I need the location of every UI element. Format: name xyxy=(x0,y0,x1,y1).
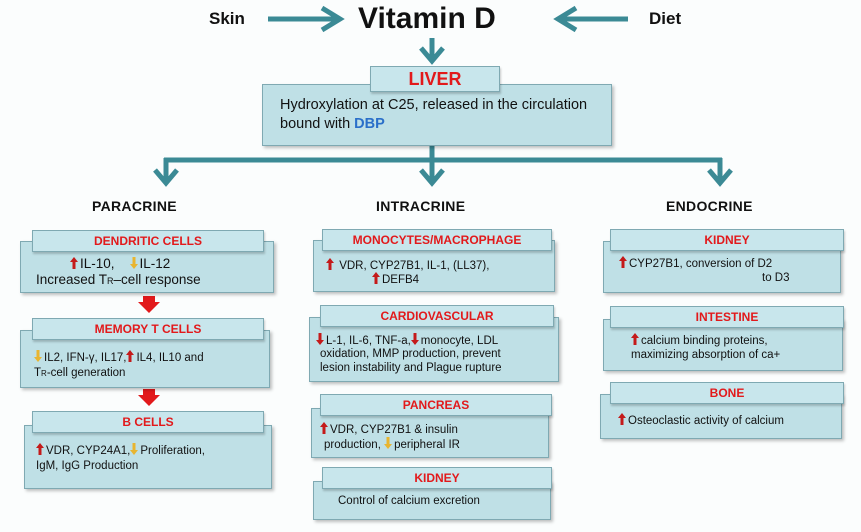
down-arrow-icon xyxy=(129,257,138,269)
down-arrow-icon xyxy=(410,333,419,345)
cardio-line1: L-1, IL-6, TNF-a, monocyte, LDL xyxy=(316,333,498,349)
paracrine-title: PARACRINE xyxy=(92,198,177,214)
pancreas-line1: VDR, CYP27B1 & insulin xyxy=(320,422,458,438)
intra-kidney-header: KIDNEY xyxy=(322,467,552,489)
liver-text-main: Hydroxylation at C25, released in the ci… xyxy=(280,97,588,132)
dendritic-line2: Increased TR–cell response xyxy=(36,272,201,289)
dendritic-line1: IL-10, IL-12 xyxy=(70,256,170,271)
up-arrow-icon xyxy=(619,256,627,268)
vitamin-d-title: Vitamin D xyxy=(358,2,496,35)
mono-text-b: DEFB4 xyxy=(382,274,420,286)
il10-text: IL-10, xyxy=(80,256,115,271)
cardio-text-b: monocyte, LDL xyxy=(420,335,499,347)
monocytes-line1: VDR, CYP27B1, IL-1, (LL37), xyxy=(326,258,489,274)
diet-label: Diet xyxy=(649,9,682,28)
memory-tr: T xyxy=(34,367,42,379)
red-step-arrow-2 xyxy=(138,389,160,406)
pancreas-text-c: peripheral IR xyxy=(394,439,460,451)
intestine-header: INTESTINE xyxy=(610,306,844,328)
pancreas-box xyxy=(311,408,549,458)
up-arrow-icon xyxy=(70,257,78,269)
bone-line1: Osteoclastic activity of calcium xyxy=(618,413,784,429)
memory-t-line2: TR-cell generation xyxy=(34,366,125,381)
endo-kidney-line2: to D3 xyxy=(762,272,790,284)
up-arrow-icon xyxy=(126,350,135,362)
memory-t-header: MEMORY T CELLS xyxy=(32,318,264,340)
cardiovascular-header: CARDIOVASCULAR xyxy=(320,305,554,327)
pancreas-header: PANCREAS xyxy=(320,394,552,416)
down-arrow-icon xyxy=(34,350,42,362)
memory-tr-post: -cell generation xyxy=(46,367,126,379)
tr-suffix: –cell response xyxy=(113,272,201,287)
skin-label: Skin xyxy=(209,9,245,28)
dbp-label: DBP xyxy=(354,116,385,132)
endo-kidney-header: KIDNEY xyxy=(610,229,844,251)
liver-text: Hydroxylation at C25, released in the ci… xyxy=(280,96,600,134)
liver-header: LIVER xyxy=(370,66,500,92)
mono-text-a: VDR, CYP27B1, IL-1, (LL37), xyxy=(339,260,490,272)
up-arrow-icon xyxy=(36,443,44,455)
endocrine-title: ENDOCRINE xyxy=(666,198,753,214)
intestine-line2: maximizing absorption of ca+ xyxy=(631,349,781,361)
bcells-text-b: Proliferation, xyxy=(140,445,205,457)
pancreas-text-a: VDR, CYP27B1 & insulin xyxy=(330,424,458,436)
up-arrow-icon xyxy=(320,422,328,434)
up-arrow-icon xyxy=(618,413,626,425)
b-cells-line2: IgM, IgG Production xyxy=(36,460,139,472)
pancreas-text-b: production, xyxy=(324,439,381,451)
up-arrow-icon xyxy=(326,258,334,270)
tr-sub: R xyxy=(107,276,114,286)
intra-kidney-text: Control of calcium excretion xyxy=(338,495,480,507)
b-cells-header: B CELLS xyxy=(32,411,264,433)
memory-text-b: IL4, IL10 and xyxy=(136,352,204,364)
red-step-arrow-1 xyxy=(138,296,160,313)
il12-text: IL-12 xyxy=(139,256,171,271)
pancreas-line2: production, peripheral IR xyxy=(324,437,460,453)
intracrine-title: INTRACRINE xyxy=(376,198,466,214)
liver-box xyxy=(262,84,612,146)
memory-t-line1: IL2, IFN-γ, IL17, IL4, IL10 and xyxy=(34,350,204,366)
branch-arrows xyxy=(153,146,733,187)
endo-kidney-line1: CYP27B1, conversion of D2 xyxy=(619,256,772,272)
down-arrow-icon xyxy=(130,443,139,455)
bcells-text-a: VDR, CYP24A1, xyxy=(46,445,131,457)
diet-arrow xyxy=(553,5,628,33)
tr-prefix: Increased T xyxy=(36,272,108,287)
cardio-line2: oxidation, MMP production, prevent xyxy=(320,348,501,360)
intestine-line1: calcium binding proteins, xyxy=(631,333,768,349)
bone-header: BONE xyxy=(610,382,844,404)
vitd-liver-arrow xyxy=(419,38,445,65)
up-arrow-icon xyxy=(372,272,380,284)
memory-text-a: IL2, IFN-γ, IL17, xyxy=(44,352,127,364)
down-arrow-icon xyxy=(384,437,393,449)
up-arrow-icon xyxy=(631,333,639,345)
cardio-text-a: L-1, IL-6, TNF-a, xyxy=(326,335,411,347)
skin-arrow xyxy=(268,5,345,33)
bone-text-a: Osteoclastic activity of calcium xyxy=(628,415,784,427)
memory-tr-sub: R xyxy=(41,369,47,378)
b-cells-line1: VDR, CYP24A1, Proliferation, xyxy=(36,443,205,459)
endo-kidney-text-a: CYP27B1, conversion of D2 xyxy=(629,258,773,270)
down-arrow-icon xyxy=(316,333,324,345)
cardio-line3: lesion instability and Plague rupture xyxy=(320,362,502,374)
monocytes-header: MONOCYTES/MACROPHAGE xyxy=(322,229,552,251)
dendritic-header: DENDRITIC CELLS xyxy=(32,230,264,252)
intestine-text-a: calcium binding proteins, xyxy=(641,335,768,347)
monocytes-line2: DEFB4 xyxy=(372,272,419,288)
